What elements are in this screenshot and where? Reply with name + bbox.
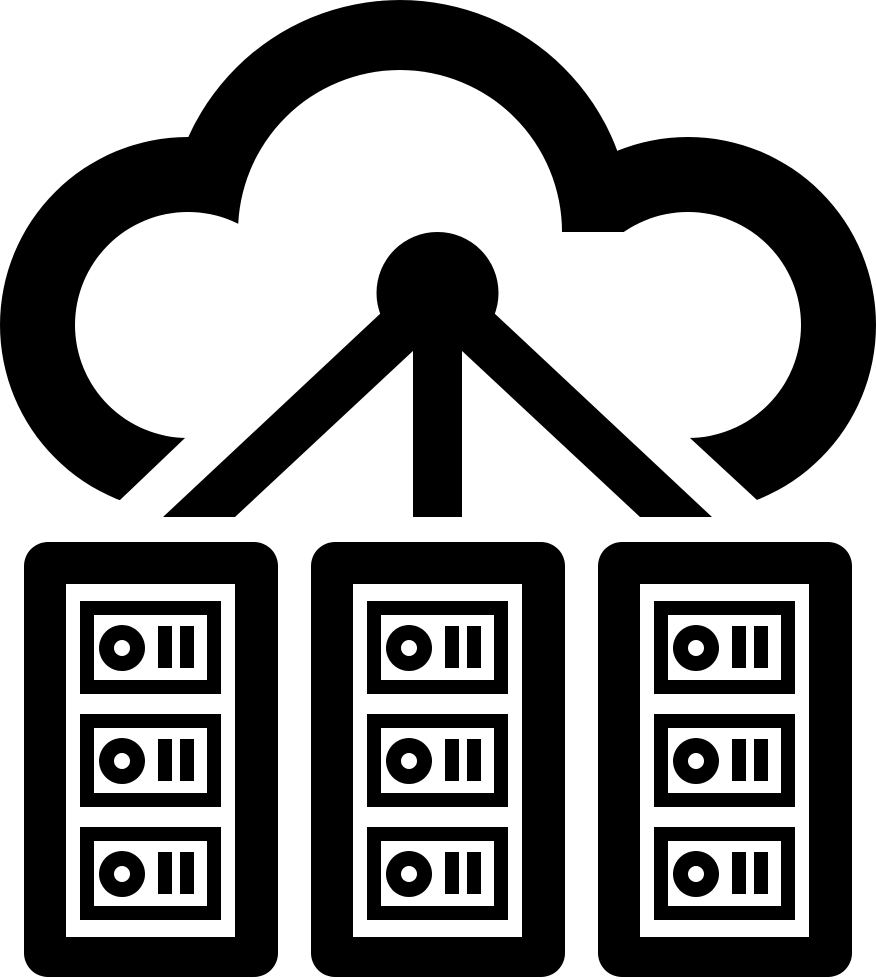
server-unit: [367, 714, 508, 807]
drive-slot-icon: [445, 626, 459, 668]
server-unit: [654, 827, 795, 920]
drive-slot-icon: [732, 626, 746, 668]
server-unit: [367, 601, 508, 694]
server-unit: [654, 714, 795, 807]
drive-slot-icon: [445, 852, 459, 894]
server-rack-1: [24, 542, 278, 977]
drive-slot-icon: [754, 626, 768, 668]
server-rack-3: [598, 542, 852, 977]
drive-slot-icon: [754, 852, 768, 894]
drive-slot-icon: [158, 852, 172, 894]
server-unit: [80, 714, 221, 807]
drive-slot-icon: [158, 626, 172, 668]
drive-slot-icon: [754, 739, 768, 781]
drive-slot-icon: [467, 626, 481, 668]
drive-slot-icon: [158, 739, 172, 781]
drive-slot-icon: [180, 852, 194, 894]
drive-slot-icon: [467, 739, 481, 781]
server-unit: [654, 601, 795, 694]
drive-slot-icon: [180, 739, 194, 781]
server-unit: [80, 827, 221, 920]
drive-slot-icon: [732, 739, 746, 781]
server-unit: [367, 827, 508, 920]
drive-slot-icon: [732, 852, 746, 894]
server-rack-2: [311, 542, 565, 977]
drive-slot-icon: [445, 739, 459, 781]
drive-slot-icon: [180, 626, 194, 668]
drive-slot-icon: [467, 852, 481, 894]
network-hub-icon: [163, 232, 712, 517]
server-unit: [80, 601, 221, 694]
